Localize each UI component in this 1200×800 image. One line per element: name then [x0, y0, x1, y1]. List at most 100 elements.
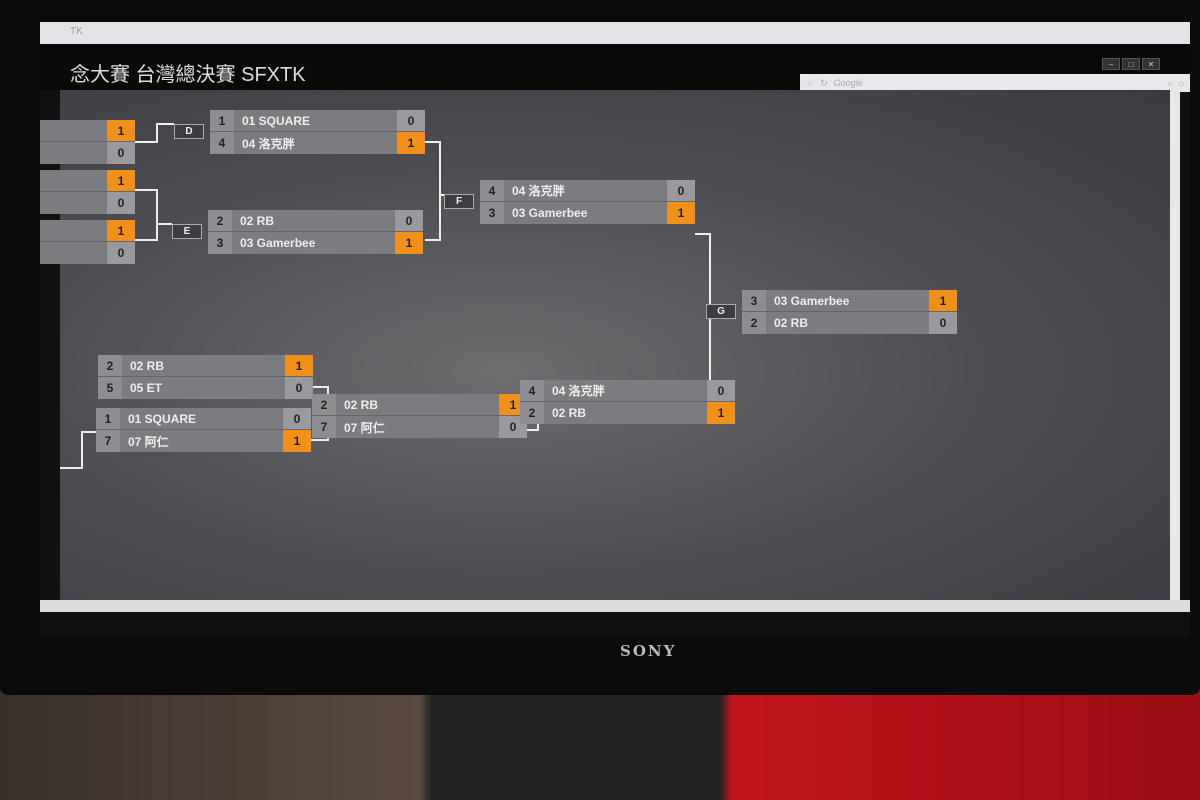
player-name: 04 洛克胖: [512, 184, 565, 198]
player-name: 03 Gamerbee: [774, 293, 850, 308]
reload-icon[interactable]: ↻: [820, 77, 828, 88]
player-score: 0: [283, 408, 311, 429]
match-player-row[interactable]: 4 04 洛克胖 0: [480, 180, 695, 202]
player-score: 1: [667, 202, 695, 224]
player-score: 0: [667, 180, 695, 201]
close-button[interactable]: ✕: [1142, 58, 1160, 70]
player-score: 1: [707, 402, 735, 424]
player-seed: 3: [208, 232, 232, 254]
player-name: 04 洛克胖: [242, 136, 295, 151]
player-score: 1: [107, 170, 135, 191]
minimize-button[interactable]: –: [1102, 58, 1120, 70]
player-score: 1: [285, 355, 313, 376]
page-title: 念大賽 台灣總決賽 SFXTK: [70, 64, 306, 86]
player-score: 0: [285, 377, 313, 399]
match-label: E: [172, 224, 202, 239]
player-seed: 4: [520, 380, 544, 401]
player-score: 0: [929, 312, 957, 334]
google-search-input[interactable]: Google: [833, 78, 863, 88]
match-player-row[interactable]: 1: [40, 170, 135, 192]
match-player-row[interactable]: 3 03 Gamerbee 1: [480, 202, 695, 224]
player-seed: 4: [210, 132, 234, 154]
vertical-scrollbar[interactable]: [1170, 92, 1180, 602]
match-player-row[interactable]: 0: [40, 242, 135, 264]
player-name: 02 RB: [130, 358, 165, 373]
match-player-row[interactable]: 2 02 RB 0: [208, 210, 423, 232]
player-score: 1: [107, 220, 135, 241]
player-seed: 2: [520, 402, 544, 424]
player-score: 0: [107, 242, 135, 264]
floor: [0, 690, 1200, 800]
player-name: 03 Gamerbee: [512, 206, 588, 220]
player-seed: 4: [480, 180, 504, 201]
player-name: 01 SQUARE: [242, 113, 311, 128]
match-label: F: [444, 194, 474, 209]
match-player-row[interactable]: 7 07 阿仁 1: [96, 430, 311, 452]
player-name: 02 RB: [774, 316, 809, 330]
player-name: 07 阿仁: [128, 434, 169, 449]
maximize-button[interactable]: □: [1122, 58, 1140, 70]
player-score: 0: [395, 210, 423, 231]
player-score: 1: [107, 120, 135, 141]
player-seed: 7: [96, 430, 120, 452]
player-seed: 3: [480, 202, 504, 224]
match-player-row[interactable]: 2 02 RB 0: [742, 312, 957, 334]
star-icon[interactable]: ☆: [806, 77, 815, 88]
search-icon[interactable]: ⌕: [1167, 77, 1173, 88]
player-score: 1: [283, 430, 311, 452]
window-controls: – □ ✕: [1102, 58, 1160, 70]
player-score: 1: [395, 232, 423, 254]
player-seed: 2: [208, 210, 232, 231]
match-player-row[interactable]: 4 04 洛克胖 1: [210, 132, 425, 154]
match-label: D: [174, 124, 204, 139]
match-player-row[interactable]: 1: [40, 120, 135, 142]
bracket-connector: [60, 431, 96, 469]
browser-tab[interactable]: TK: [40, 22, 1190, 44]
bracket-connector: [425, 141, 441, 241]
player-seed: 5: [98, 377, 122, 399]
match-F[interactable]: 4 04 洛克胖 0 3 03 Gamerbee 1: [480, 180, 695, 224]
monitor-brand-logo: SONY: [620, 642, 677, 660]
home-icon[interactable]: ⌂: [1178, 78, 1184, 88]
bracket-connector: [135, 189, 158, 241]
player-score: 0: [397, 110, 425, 131]
player-name: 07 阿仁: [344, 420, 385, 435]
tab-title: TK: [70, 26, 83, 37]
player-seed: 2: [312, 394, 336, 415]
bracket-lines: [60, 123, 711, 469]
match-player-row[interactable]: 0: [40, 192, 135, 214]
player-score: 0: [107, 192, 135, 214]
player-score: 1: [929, 290, 957, 311]
match-player-row[interactable]: 0: [40, 142, 135, 164]
player-score: 1: [397, 132, 425, 154]
monitor: TK 念大賽 台灣總決賽 SFXTK – □ ✕ ☆ ↻ Google ⌕ ⌂ …: [0, 0, 1200, 695]
match-player-row[interactable]: 1: [40, 220, 135, 242]
search-bar[interactable]: ☆ ↻ Google ⌕ ⌂: [800, 74, 1190, 92]
bracket-connector: [135, 123, 174, 143]
player-seed: 7: [312, 416, 336, 438]
player-seed: 2: [742, 312, 766, 334]
player-score: 0: [707, 380, 735, 401]
player-name: 02 RB: [240, 213, 275, 228]
